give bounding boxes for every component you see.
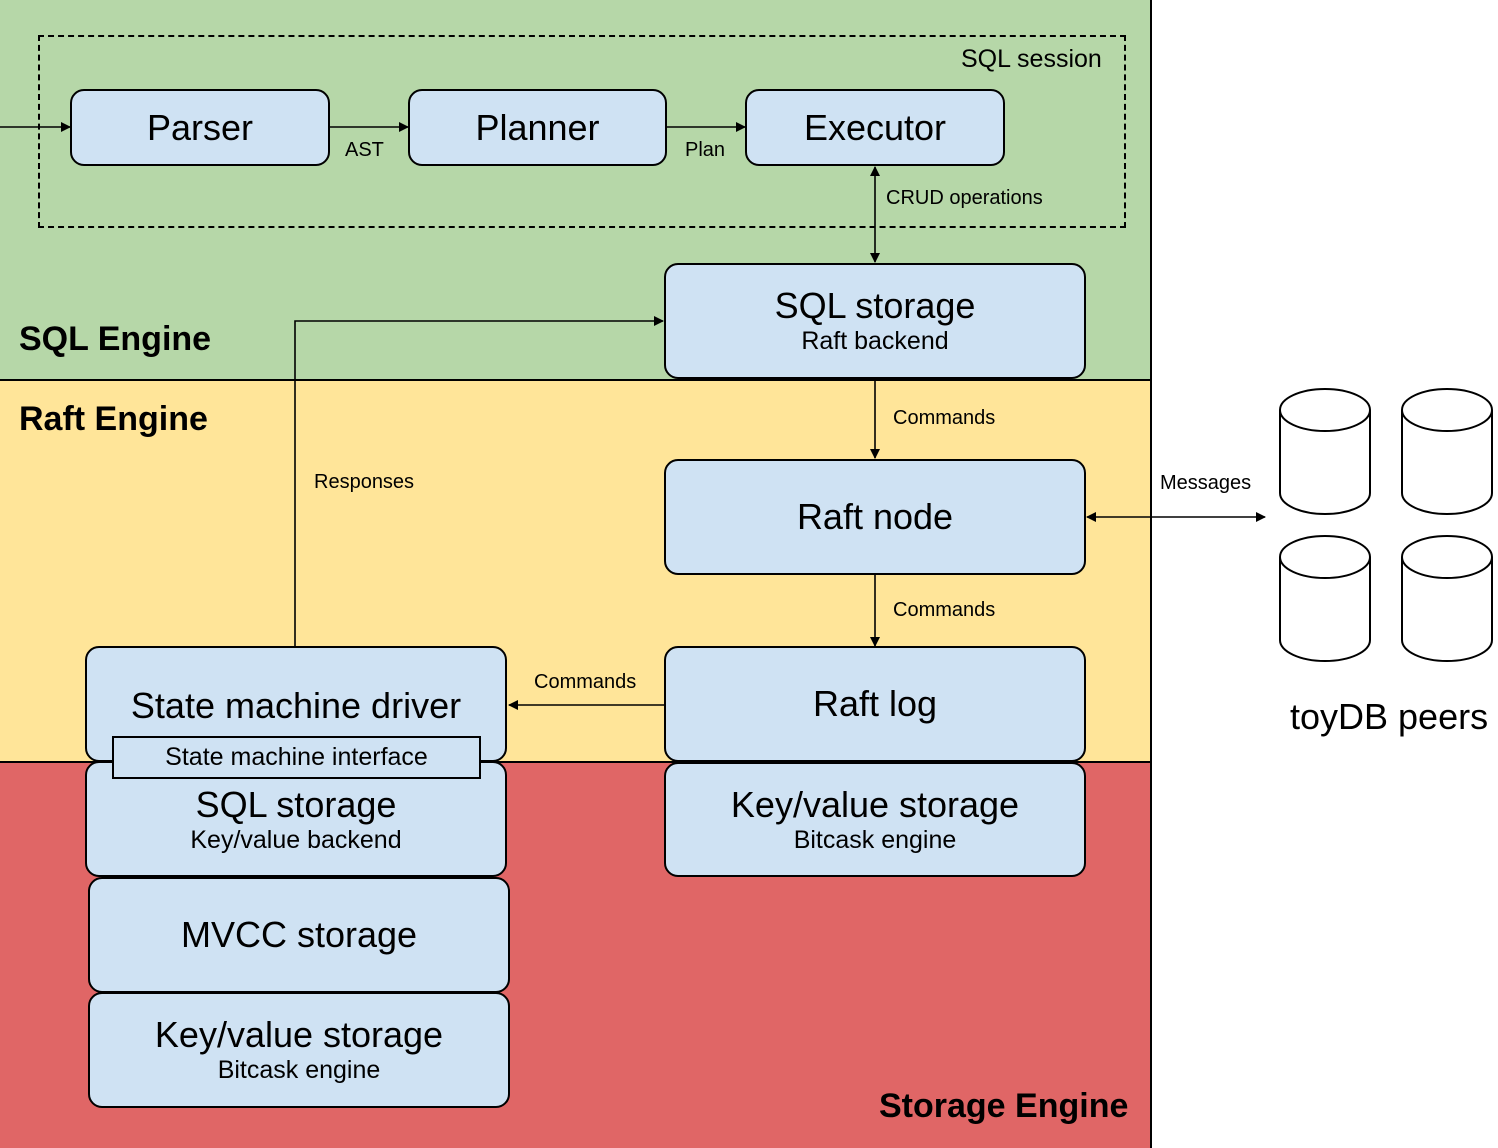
raft-engine-title: Raft Engine: [19, 400, 208, 438]
edge-label-ast: AST: [345, 139, 384, 161]
peer-cylinder-icon: [1401, 388, 1493, 515]
peer-cylinder-icon: [1279, 388, 1371, 515]
edge-label-plan: Plan: [685, 139, 726, 161]
sql-storage-raft-title: SQL storage: [774, 285, 976, 326]
raft-log-box: Raft log: [664, 646, 1086, 762]
kv-storage-right-box: Key/value storage Bitcask engine: [664, 762, 1086, 877]
edge-label-commands: Commands: [534, 671, 637, 693]
executor-box: Executor: [745, 89, 1005, 166]
toydb-peers-label: toyDB peers: [1290, 696, 1489, 737]
edge-label-responses: Responses: [314, 471, 415, 493]
sql-storage-kv-box: SQL storage Key/value backend: [85, 761, 507, 877]
sql-storage-kv-subtitle: Key/value backend: [190, 826, 402, 854]
edge-label-messages: Messages: [1160, 472, 1252, 494]
sql-engine-title: SQL Engine: [19, 320, 212, 358]
peer-cylinder-icon: [1401, 535, 1493, 662]
raft-node-title: Raft node: [796, 496, 954, 537]
sql-storage-raft-subtitle: Raft backend: [801, 327, 949, 355]
sql-session-label: SQL session: [961, 45, 1102, 73]
kv-storage-left-title: Key/value storage: [154, 1014, 444, 1055]
mvcc-storage-title: MVCC storage: [180, 914, 418, 955]
planner-box: Planner: [408, 89, 667, 166]
state-machine-driver-title: State machine driver: [130, 685, 462, 726]
sql-storage-raft-box: SQL storage Raft backend: [664, 263, 1086, 379]
kv-storage-right-subtitle: Bitcask engine: [793, 825, 957, 854]
sql-session-group: [38, 35, 1126, 228]
edge-label-commands: Commands: [893, 407, 996, 429]
executor-title: Executor: [803, 106, 947, 148]
raft-node-box: Raft node: [664, 459, 1086, 575]
edge-label-commands: Commands: [893, 599, 996, 621]
parser-box: Parser: [70, 89, 330, 166]
edge-label-crud: CRUD operations: [886, 187, 1043, 209]
kv-storage-left-subtitle: Bitcask engine: [217, 1056, 381, 1084]
edge-driver-responses: [294, 316, 664, 646]
sql-storage-kv-title: SQL storage: [195, 784, 397, 825]
raft-log-title: Raft log: [812, 683, 938, 724]
peer-cylinder-icon: [1279, 535, 1371, 662]
state-machine-interface-box: State machine interface: [112, 736, 481, 779]
mvcc-storage-box: MVCC storage: [88, 877, 510, 993]
kv-storage-left-box: Key/value storage Bitcask engine: [88, 992, 510, 1108]
storage-engine-title: Storage Engine: [879, 1087, 1129, 1125]
kv-storage-right-title: Key/value storage: [730, 783, 1020, 825]
planner-title: Planner: [475, 106, 600, 148]
parser-title: Parser: [146, 106, 254, 148]
